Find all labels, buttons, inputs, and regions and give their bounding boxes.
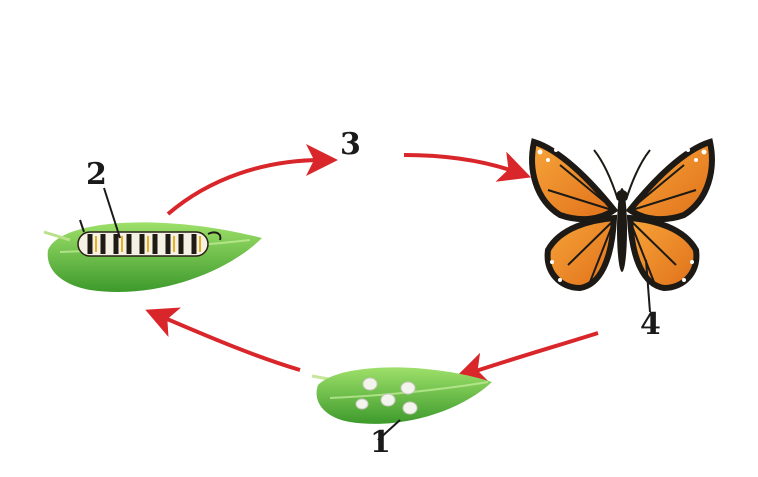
egg-leaf-group <box>311 367 492 441</box>
stage-label-4: 4 <box>640 307 661 342</box>
egg-icon <box>355 377 418 415</box>
arrow-icon-2-to-3 <box>166 144 338 216</box>
butterfly-icon <box>529 138 715 313</box>
stage-label-2: 2 <box>86 157 107 192</box>
pointer-line-4 <box>645 259 651 313</box>
leaf-icon <box>316 367 492 424</box>
caterpillar-icon <box>77 219 222 257</box>
arrow-icon-1-to-2 <box>145 307 301 372</box>
arrow-icon-3-to-4 <box>403 151 532 182</box>
arrow-icon-4-to-1 <box>454 331 599 384</box>
pointer-line-1 <box>377 419 401 441</box>
stage-label-1: 1 <box>370 425 391 460</box>
pointer-line-2 <box>103 187 121 239</box>
stage-label-3: 3 <box>340 127 361 162</box>
caterpillar-leaf-group <box>43 187 263 292</box>
